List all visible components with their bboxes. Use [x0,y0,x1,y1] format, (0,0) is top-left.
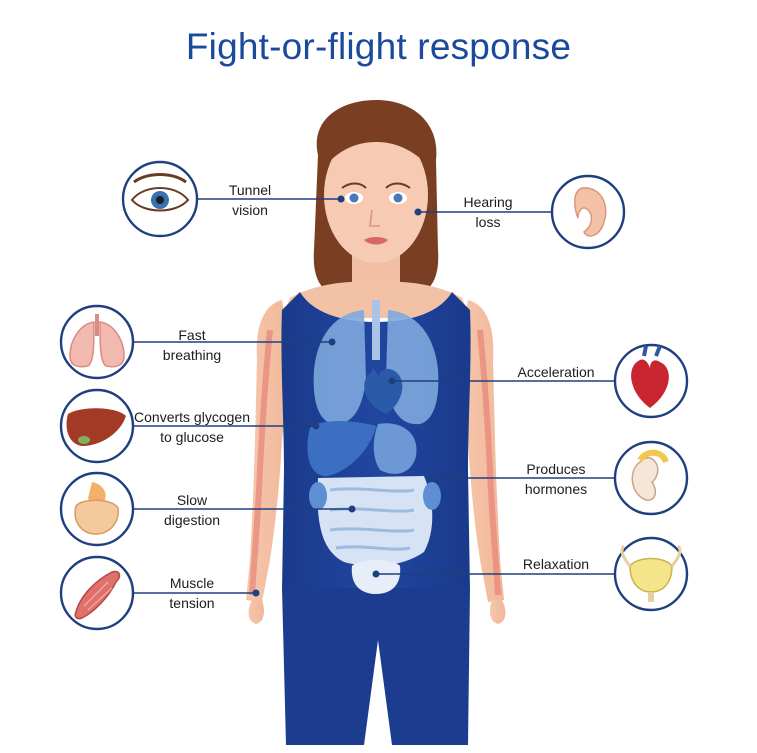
leader-dot-muscle [252,589,260,597]
label-digestion: Slow digestion [164,490,220,530]
label-muscle-line2: tension [169,595,215,611]
label-tunnel-vision-line2: vision [232,202,268,218]
muscle-icon [59,555,135,631]
label-relaxation-line1: Relaxation [522,556,590,572]
label-glycogen-line2: to glucose [160,429,224,445]
label-muscle-line1: Muscle [169,575,215,591]
bladder-icon [613,536,689,612]
label-hormones-line2: hormones [524,481,588,497]
page-title: Fight-or-flight response [185,26,572,67]
label-acceleration: Acceleration [517,362,594,382]
heart-icon [613,343,689,419]
leader-dot-digestion [348,505,356,513]
ear-icon [550,174,626,250]
leader-dot-fast-breathing [328,338,336,346]
label-relaxation: Relaxation [523,554,589,574]
label-fast-breathing: Fast breathing [163,325,221,365]
eye-icon [121,160,199,238]
leader-dot-hormones [428,474,436,482]
label-digestion-line2: digestion [163,512,221,528]
leader-dot-tunnel-vision [337,195,345,203]
digestive-tract-icon [59,471,135,547]
liver-icon [59,388,135,464]
label-acceleration-line1: Acceleration [517,364,595,380]
label-hormones-line1: Produces [526,461,586,477]
lungs-icon [59,304,135,380]
label-tunnel-vision: Tunnel vision [229,180,271,220]
label-fast-breathing-line1: Fast [178,327,206,343]
label-tunnel-vision-line1: Tunnel [228,182,272,198]
label-hearing-loss-line2: loss [475,214,501,230]
label-fast-breathing-line2: breathing [162,347,222,363]
leader-dot-glycogen [312,422,320,430]
label-digestion-line1: Slow [176,492,208,508]
label-hearing-loss: Hearing loss [463,192,512,232]
leader-dot-hearing-loss [414,208,422,216]
label-glycogen-line1: Converts glycogen [134,409,250,425]
label-glycogen: Converts glycogen to glucose [134,407,250,447]
label-muscle: Muscle tension [169,573,214,613]
leader-dot-relaxation [372,570,380,578]
organs [307,300,441,594]
leader-lines [134,195,615,597]
head [324,118,428,263]
label-hearing-loss-line1: Hearing [463,194,513,210]
leader-dot-acceleration [388,377,396,385]
label-hormones: Produces hormones [525,459,587,499]
kidney-adrenal-icon [613,440,689,516]
